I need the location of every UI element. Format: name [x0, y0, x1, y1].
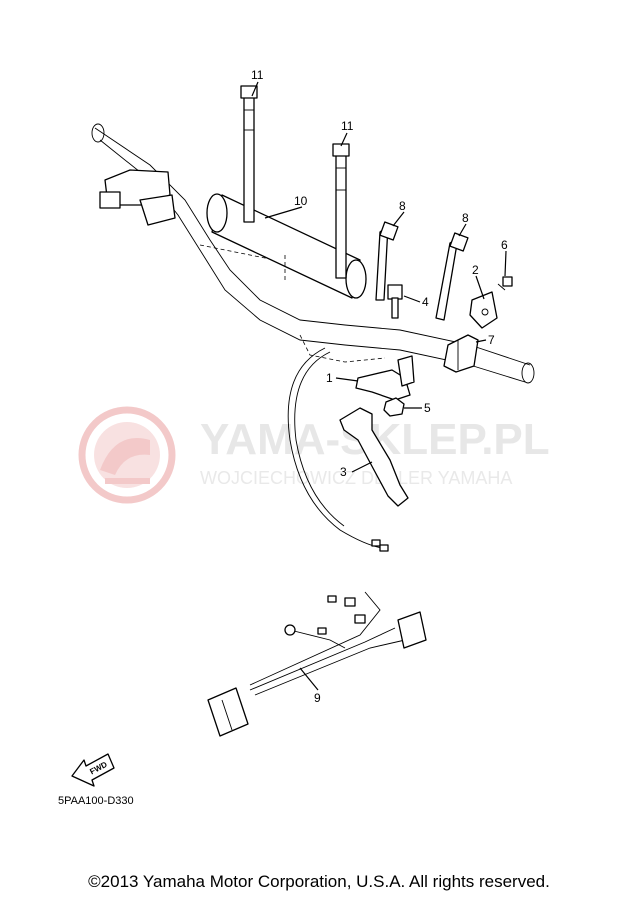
clutch-cable: [287, 347, 383, 549]
callout-2: 2: [472, 263, 479, 277]
switch-7: [443, 334, 479, 373]
cable-tie-8-b: [435, 232, 469, 321]
cable-connectors: [371, 539, 389, 552]
bolt-4: [387, 284, 403, 319]
cable-tie-11-a: [240, 85, 258, 223]
callout-5: 5: [424, 401, 431, 415]
callout-11-a: 11: [251, 68, 264, 82]
callout-9: 9: [314, 691, 321, 705]
callout-7: 7: [488, 333, 495, 347]
bracket-1: [355, 355, 415, 401]
fwd-arrow-icon: FWD: [71, 753, 115, 787]
callout-8-a: 8: [399, 199, 406, 213]
watermark-subtitle: WOJCIECHOWICZ DEALER YAMAHA: [200, 468, 512, 488]
diagram-code: 5PAA100-D330: [58, 795, 134, 807]
lever-holder-2: [469, 291, 498, 329]
screw-6: [497, 276, 513, 291]
callout-8-b: 8: [462, 211, 469, 225]
cable-tie-11-b: [332, 143, 350, 279]
copyright-notice: ©2013 Yamaha Motor Corporation, U.S.A. A…: [88, 872, 550, 891]
callout-6: 6: [501, 238, 508, 252]
lever-3: [339, 407, 409, 507]
cable-tie-8-a: [375, 221, 399, 301]
callout-1: 1: [326, 371, 333, 385]
handlebar: [91, 123, 535, 384]
callout-4: 4: [422, 295, 429, 309]
callout-11-b: 11: [341, 119, 354, 133]
nut-5: [383, 397, 405, 417]
callout-3: 3: [340, 465, 347, 479]
leader-lines: [251, 81, 507, 691]
watermark-logo: [78, 406, 176, 504]
callout-10: 10: [294, 194, 308, 208]
wire-harness-9: [207, 591, 427, 737]
